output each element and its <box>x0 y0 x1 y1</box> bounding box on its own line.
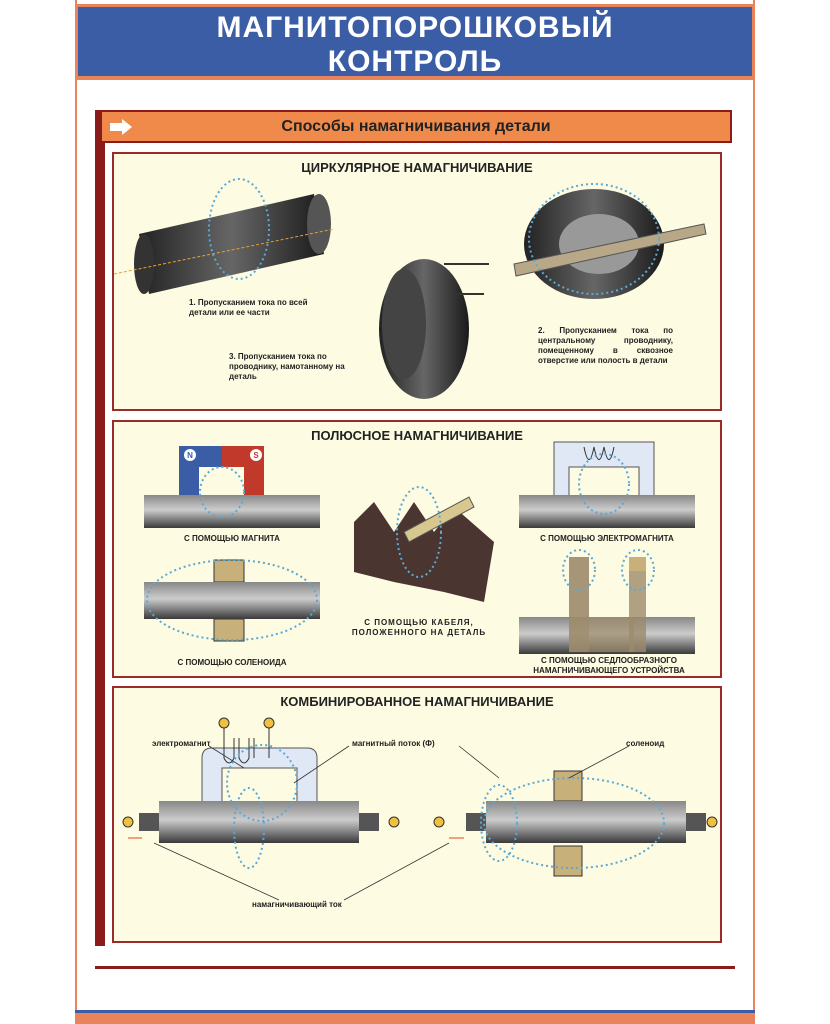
panel-polar-title: ПОЛЮСНОЕ НАМАГНИЧИВАНИЕ <box>311 428 523 443</box>
caption-whole-part: 1. Пропусканием тока по всей детали или … <box>189 298 308 317</box>
caption-magnet: С ПОМОЩЬЮ МАГНИТА <box>184 534 280 543</box>
caption-cable: С ПОМОЩЬЮ КАБЕЛЯ, ПОЛОЖЕННОГО НА ДЕТАЛЬ <box>351 618 487 637</box>
north-pole-label: N <box>187 451 193 460</box>
poster-footer <box>75 1010 755 1024</box>
section-header: Способы намагничивания детали <box>100 110 732 143</box>
label-magnetic-flux: магнитный поток (Ф) <box>352 739 435 748</box>
cylinder-part-illustration <box>114 178 335 294</box>
ring-central-conductor-illustration <box>513 183 707 299</box>
panel-combined-title: КОМБИНИРОВАННОЕ НАМАГНИЧИВАНИЕ <box>280 694 554 709</box>
combined-electromagnet-illustration <box>122 717 400 869</box>
caption-saddle: С ПОМОЩЬЮ СЕДЛООБРАЗНОГО НАМАГНИЧИВАЮЩЕГ… <box>533 656 685 675</box>
arrow-icon <box>102 112 140 141</box>
caption-central-conductor: 2. Пропусканием тока по центральному про… <box>538 326 673 365</box>
electromagnet-illustration <box>519 441 695 528</box>
panel-polar: N S <box>112 420 722 678</box>
caption-wound-conductor: 3. Пропусканием тока по проводнику, намо… <box>229 352 345 381</box>
poster-header: МАГНИТОПОРОШКОВЫЙ КОНТРОЛЬ <box>75 4 755 80</box>
title-line-2: КОНТРОЛЬ <box>327 45 503 78</box>
solenoid-illustration <box>144 559 320 642</box>
combined-solenoid-illustration <box>433 770 718 877</box>
saddle-device-illustration <box>519 549 695 654</box>
title-line-1: МАГНИТОПОРОШКОВЫЙ <box>216 11 614 44</box>
panel-circular: ЦИРКУЛЯРНОЕ НАМАГНИЧИВАНИЕ 1. Пропускани… <box>112 152 722 411</box>
section-title: Способы намагничивания детали <box>281 118 551 135</box>
left-accent-bar <box>95 110 105 946</box>
combined-illustrations <box>122 717 718 901</box>
caption-solenoid: С ПОМОЩЬЮ СОЛЕНОИДА <box>177 658 287 667</box>
panel-combined: КОМБИНИРОВАННОЕ НАМАГНИЧИВАНИЕ электрома… <box>112 686 722 943</box>
magnet-illustration: N S <box>144 446 320 528</box>
south-pole-label: S <box>253 451 259 460</box>
circular-illustrations <box>114 178 707 399</box>
label-magnetizing-current: намагничивающий ток <box>252 900 342 909</box>
panel-circular-title: ЦИРКУЛЯРНОЕ НАМАГНИЧИВАНИЕ <box>301 160 533 175</box>
polar-illustrations: N S <box>144 441 695 654</box>
cable-on-gear-illustration <box>354 486 494 602</box>
bottom-divider <box>95 966 735 969</box>
ring-wound-illustration <box>379 259 489 399</box>
label-electromagnet: электромагнит <box>152 739 211 748</box>
label-solenoid: соленоид <box>626 739 665 748</box>
leader-lines <box>153 745 630 901</box>
caption-electromagnet: С ПОМОЩЬЮ ЭЛЕКТРОМАГНИТА <box>540 534 674 543</box>
